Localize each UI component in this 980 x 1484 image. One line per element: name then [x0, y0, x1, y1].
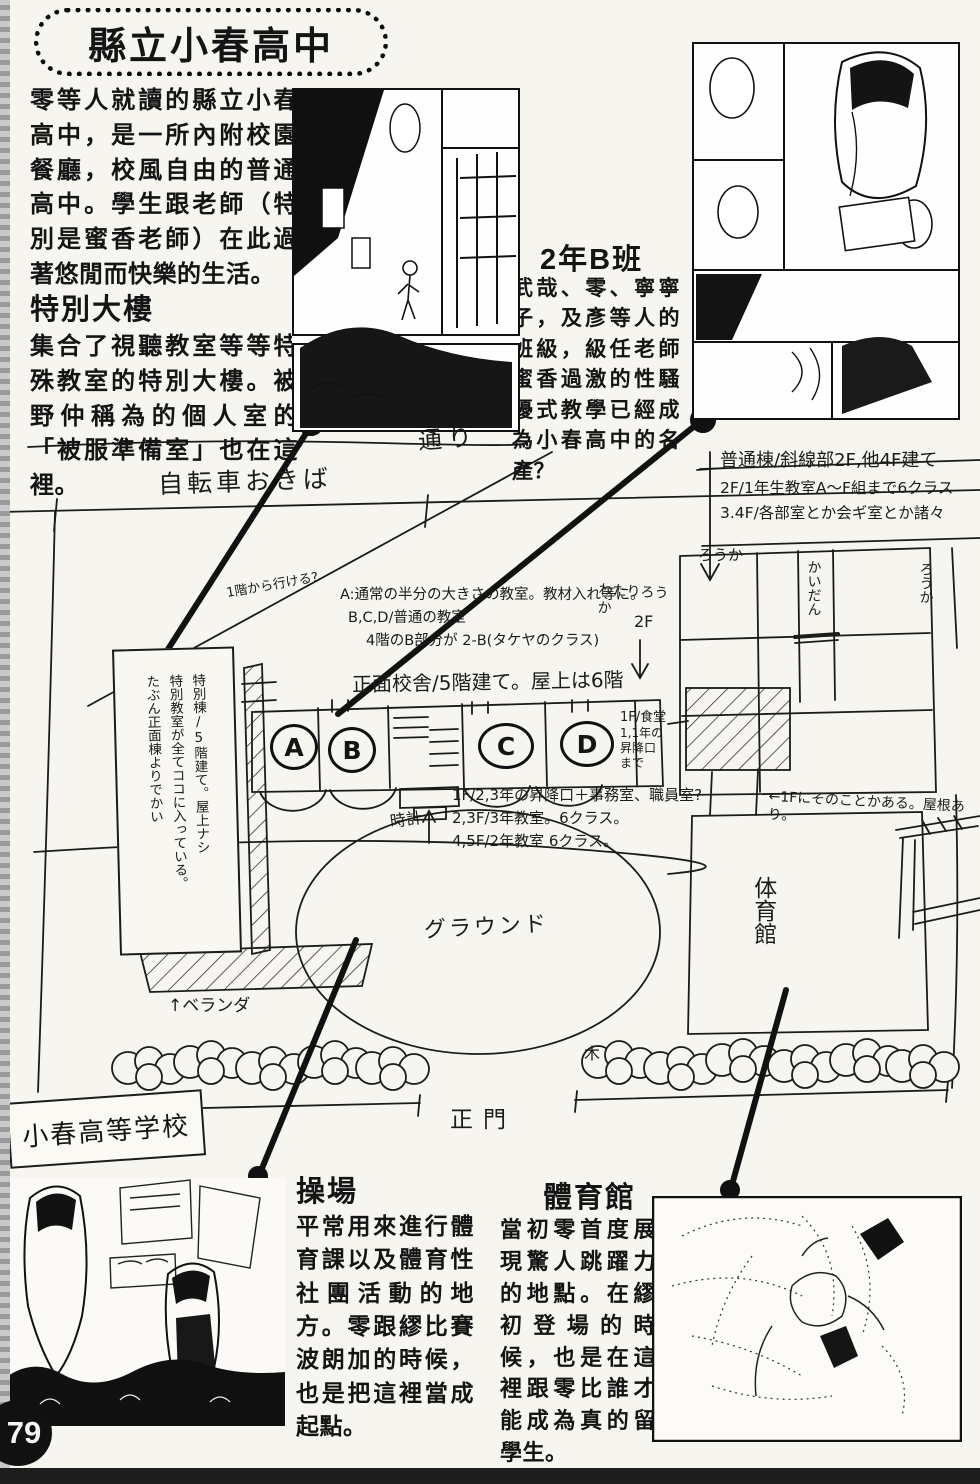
special-building-note-line3: たぶん正面棟よりでかい: [143, 674, 164, 824]
cafeteria-note-line2: 1,1年の: [620, 726, 664, 741]
tree-label: 木: [584, 1044, 601, 1063]
block-d-letter: D: [576, 729, 598, 759]
cafeteria-note: 1F/食堂 1,1年の 昇降口 まで: [620, 710, 680, 771]
street-label: 通り: [417, 422, 479, 456]
main-gate-label: 正門: [450, 1107, 516, 1133]
gym-heading: 體育館: [543, 1182, 637, 1214]
block-b-letter: B: [342, 735, 362, 765]
block-b-marker: B: [328, 727, 376, 773]
classroom-note-line3: 4階のB部分が 2-B(タケヤのクラス): [366, 633, 600, 650]
regular-building-note: 普通棟/斜線部2F,他4F建て 2F/1年生教室A〜F組まで6クラス 3.4F/…: [720, 450, 978, 523]
classroom-note-line1: A:通常の半分の大きさの教室。教材入れ等に。: [340, 587, 645, 603]
regular-building-note-line2: 2F/1年生教室A〜F組まで6クラス: [720, 478, 954, 497]
page-title-box: 縣立小春高中: [34, 8, 388, 76]
block-d-marker: D: [560, 721, 614, 767]
special-building-paragraph: 集合了視聽教室等等特殊教室的特別大樓。被野仲稱為的個人室的「被服準備室」也在這裡…: [30, 333, 298, 500]
manga-panel-classroom: [692, 42, 960, 420]
classroom-notes: A:通常の半分の大きさの教室。教材入れ等に。 B,C,D/普通の教室 4階のB部…: [340, 586, 670, 650]
page-title: 縣立小春高中: [87, 25, 334, 68]
crossing-corridor-floor: 2F: [634, 612, 654, 631]
regular-building-note-line1: 普通棟/斜線部2F,他4F建て: [720, 450, 938, 471]
main-floors-note-line2: 2,3F/3年教室。6クラス。: [452, 808, 629, 827]
school-sign: 小春高等学校: [5, 1089, 207, 1169]
manga-panel-hallway: [292, 88, 520, 432]
special-building-note-line1: 特別棟/5階建て。屋上ナシ: [189, 673, 210, 855]
page-number-badge: 79: [0, 1400, 52, 1466]
special-building-note: 特別棟/5階建て。屋上ナシ 特別教室が全てココに入っている。 たぶん正面棟よりで…: [139, 673, 215, 953]
crossing-corridor-label: わたりろうか: [597, 582, 669, 617]
corridor-right-label: ろうか: [917, 562, 934, 604]
playground-paragraph: 平常用來進行體育課以及體育性社團活動的地方。零跟繆比賽波朗加的時候，也是把這裡當…: [296, 1213, 474, 1440]
special-building-outline: 特別棟/5階建て。屋上ナシ 特別教室が全てココに入っている。 たぶん正面棟よりで…: [112, 646, 242, 956]
page-number: 79: [6, 1415, 42, 1450]
block-a-marker: A: [270, 724, 318, 770]
block-c-marker: C: [478, 723, 534, 769]
regular-building-note-line3: 3.4F/各部室とか会ギ室とか諸々: [720, 503, 945, 522]
veranda-label: ↑ベランダ: [168, 996, 251, 1016]
main-building-label: 正面校舎/5階建て。屋上は6階: [351, 667, 624, 697]
stairs-label: かいだん: [805, 560, 822, 616]
cafeteria-note-line4: まで: [620, 756, 645, 771]
cafeteria-note-line3: 昇降口: [620, 741, 657, 756]
footer-bar: [0, 1468, 980, 1484]
cafeteria-note-line1: 1F/食堂: [620, 710, 667, 725]
block-a-letter: A: [284, 732, 304, 762]
corridor-top-label: ろうか: [698, 546, 744, 564]
main-floors-note-line1: 1F/2,3年の昇降口＋事務室、職員室?: [452, 786, 703, 804]
bicycle-parking-label: 自転車おきば: [157, 463, 333, 500]
playground-heading: 操場: [296, 1176, 359, 1208]
main-floors-note: 1F/2,3年の昇降口＋事務室、職員室? 2,3F/3年教室。6クラス。 4,5…: [452, 786, 792, 850]
book-binding-edge: [0, 0, 10, 1484]
class-2b-heading: 2年B班: [540, 244, 644, 276]
main-floors-note-line3: 4,5F/2年教室 6クラス。: [452, 831, 619, 850]
manga-panel-gym-jump: [652, 1196, 962, 1442]
special-building-note-line2: 特別教室が全てココに入っている。: [166, 673, 188, 891]
classroom-note-line2: B,C,D/普通の教室: [348, 610, 466, 627]
intro-paragraph: 零等人就讀的縣立小春高中，是一所內附校園餐廳，校風自由的普通高中。學生跟老師（特…: [30, 87, 298, 288]
school-sign-text: 小春高等学校: [21, 1110, 192, 1153]
special-building-heading: 特別大樓: [30, 294, 155, 326]
gym-map-label: 体育館: [749, 876, 776, 945]
block-c-letter: C: [496, 731, 516, 761]
manga-panel-playground: [0, 1178, 285, 1426]
gym-paragraph: 當初零首度展現驚人跳躍力的地點。在繆初登場的時候，也是在這裡跟零比誰才能成為真的…: [500, 1217, 656, 1466]
class-2b-paragraph: 武哉、零、寧寧子，及彥等人的班級，級任老師蜜香過激的性騷擾式教學已經成為小春高中…: [512, 277, 680, 483]
